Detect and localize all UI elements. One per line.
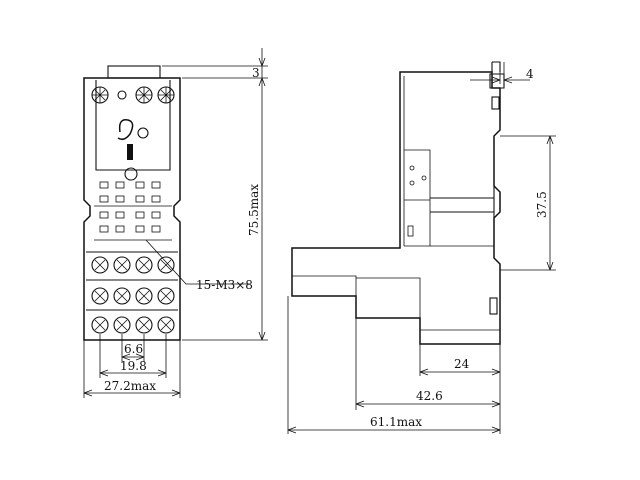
screw-callout-label: 15-M3×8 <box>196 278 253 292</box>
top-screw-row <box>91 86 175 104</box>
socket-contacts <box>94 181 172 241</box>
front-width-dimensions: 6.6 19.8 27.2max <box>83 334 181 398</box>
rail-height-dimension: 37.5 <box>500 135 556 271</box>
depth-mid-label: 42.6 <box>416 389 443 403</box>
front-view: 3 75.5max 15-M3×8 6.6 19.8 27.2max <box>83 48 268 398</box>
manufacturer-logo <box>117 119 149 160</box>
lower-screw-rows <box>86 251 178 334</box>
side-view: 4 37.5 24 42.6 61.1max <box>287 61 556 434</box>
top-offset-label: 3 <box>252 66 260 80</box>
terminal-pitch-label: 6.6 <box>124 342 143 356</box>
overall-height-label: 75.5max <box>247 184 261 236</box>
front-height-dimensions: 3 75.5max <box>162 48 268 341</box>
overall-width-label: 27.2max <box>104 379 156 393</box>
overall-depth-label: 61.1max <box>370 415 422 429</box>
terminal-span-label: 19.8 <box>120 359 147 373</box>
side-offset-dimension: 4 <box>470 62 534 84</box>
side-offset-label: 4 <box>526 67 534 81</box>
rail-height-label: 37.5 <box>535 191 549 218</box>
side-depth-dimensions: 24 42.6 61.1max <box>287 296 501 434</box>
screw-callout: 15-M3×8 <box>145 239 253 292</box>
depth-inner-label: 24 <box>454 357 470 371</box>
